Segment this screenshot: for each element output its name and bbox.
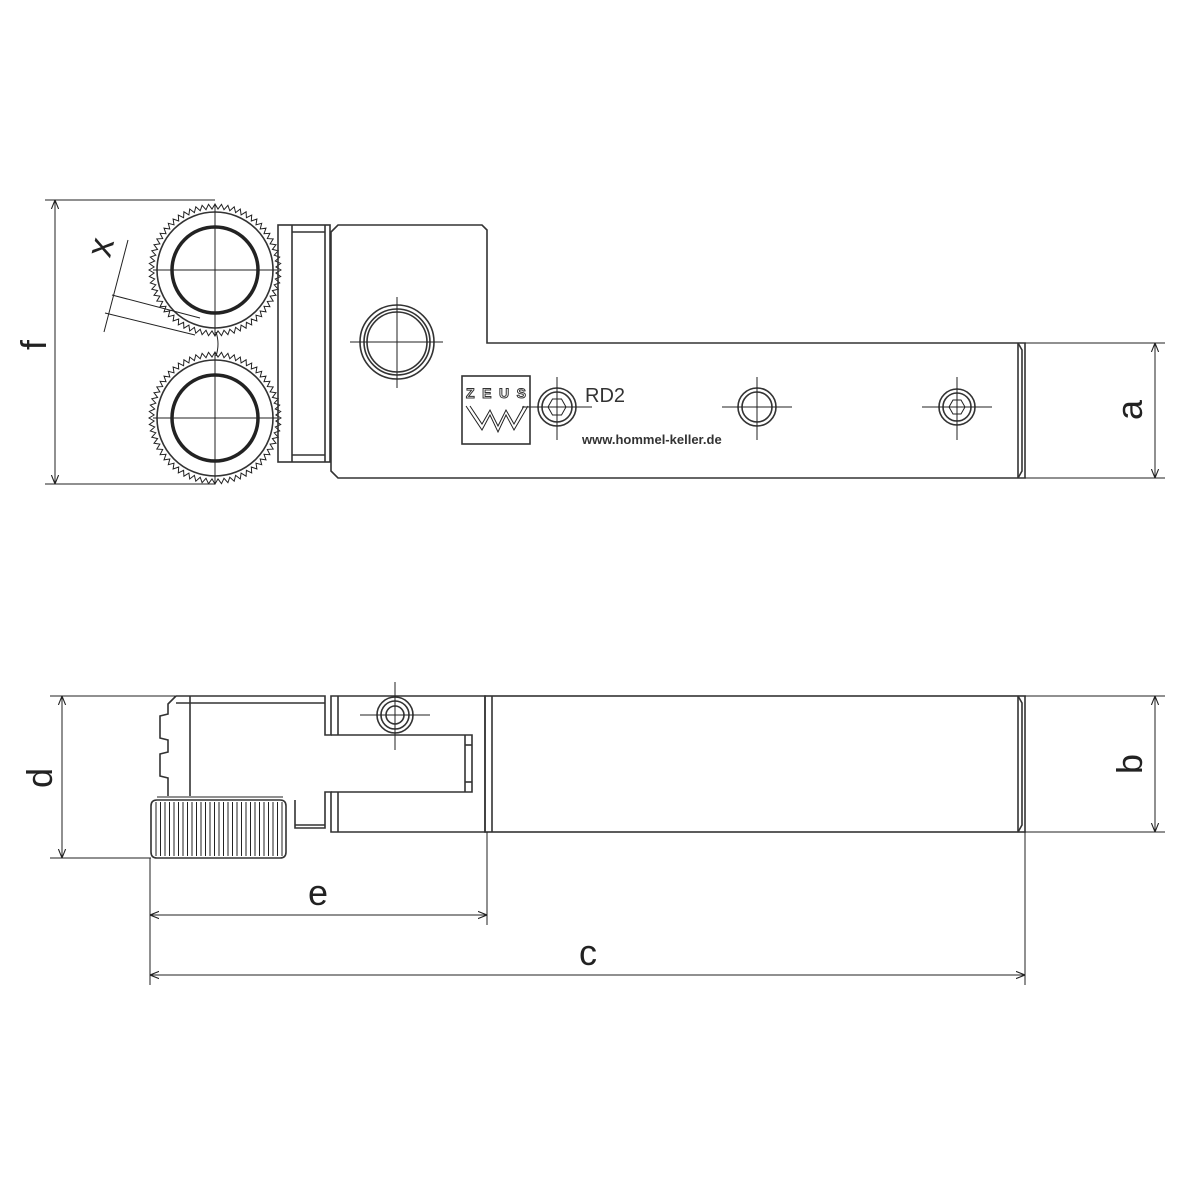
knurl-wheels <box>148 203 282 485</box>
wheel-holder-block <box>277 224 331 463</box>
svg-text:a: a <box>1109 399 1150 420</box>
side-screw <box>360 682 430 750</box>
svg-text:e: e <box>308 872 328 913</box>
knurl-wheel-lower <box>148 351 282 485</box>
dimension-b: b <box>1025 695 1165 833</box>
wheel-contact <box>215 331 219 357</box>
dimension-d: d <box>19 695 176 859</box>
top-view: ZEUS RD2 www.hommel-keller.de <box>148 203 1026 485</box>
svg-text:d: d <box>19 768 60 788</box>
dimension-e: e <box>149 832 488 985</box>
svg-text:x: x <box>78 233 122 260</box>
side-view <box>150 682 1026 859</box>
head-side <box>176 695 486 833</box>
knurl-wheel-upper <box>148 203 282 337</box>
svg-text:f: f <box>13 339 54 350</box>
mounting-hole <box>350 297 443 388</box>
screw-3 <box>922 377 992 440</box>
tool-body-top <box>330 224 1026 479</box>
dimension-a: a <box>1025 342 1165 479</box>
model-label: RD2 <box>585 385 625 407</box>
website-text: www.hommel-keller.de <box>581 432 722 447</box>
shank-side <box>484 695 1026 833</box>
svg-text:ZEUS: ZEUS <box>466 385 526 401</box>
dimension-x: x <box>78 233 201 336</box>
screw-1 <box>522 377 592 440</box>
screw-2 <box>722 377 792 440</box>
dimension-f: f <box>13 199 215 485</box>
svg-text:b: b <box>1109 754 1150 774</box>
svg-text:c: c <box>579 932 597 973</box>
knurl-wheel-side <box>150 796 287 859</box>
zeus-logo: ZEUS <box>461 375 531 445</box>
dimension-c: c <box>150 832 1026 985</box>
